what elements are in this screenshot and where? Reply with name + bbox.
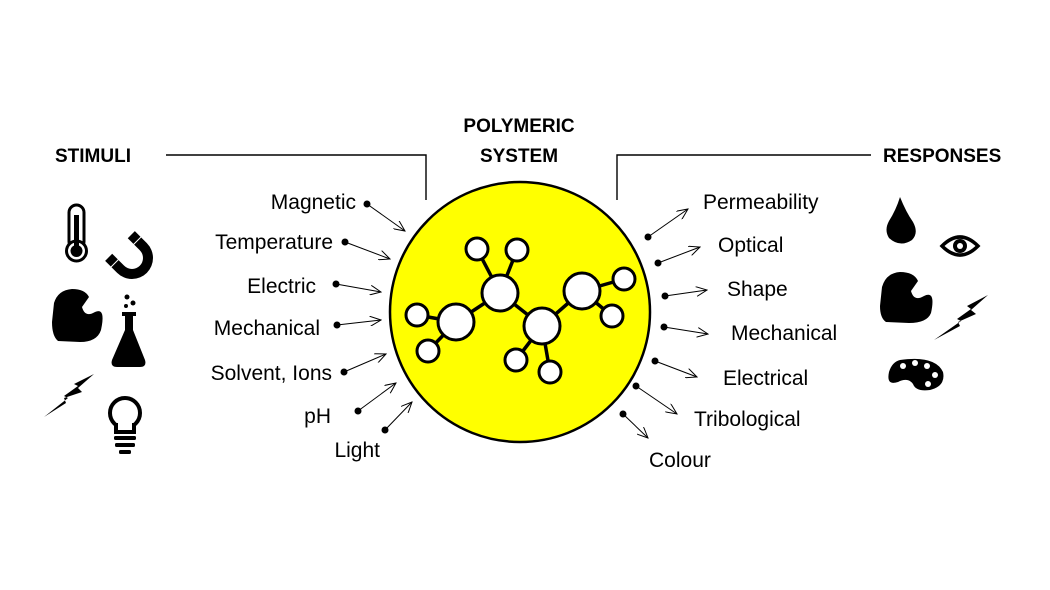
eye-icon: [939, 235, 981, 257]
system-heading-line2: SYSTEM: [480, 146, 558, 167]
response-arrow-permeability: [644, 209, 689, 241]
response-arrow-mechanical: [660, 323, 709, 335]
response-arrow-colour: [619, 410, 649, 439]
stimulus-label-magnetic: Magnetic: [271, 191, 356, 214]
stimuli-connector-line: [166, 154, 427, 200]
response-arrow-optical: [654, 247, 701, 267]
response-labels: Permeability Optical Shape Mechanical El…: [649, 191, 837, 472]
stimulus-label-mechanical: Mechanical: [214, 317, 320, 340]
response-label-colour: Colour: [649, 449, 711, 472]
responses-connector-line: [616, 154, 871, 200]
stimulus-label-electric: Electric: [247, 275, 316, 298]
stimulus-arrow-electric: [332, 280, 382, 293]
flexed-arm-icon: [52, 289, 103, 342]
response-arrows: [619, 209, 709, 439]
lightning-icon: [934, 295, 988, 340]
stimulus-arrow-mechanical: [333, 320, 382, 329]
stimulus-label-ph: pH: [304, 405, 331, 428]
response-arrow-tribological: [632, 382, 678, 415]
response-label-electrical: Electrical: [723, 367, 808, 390]
stimulus-label-temperature: Temperature: [215, 231, 333, 254]
response-arrow-electrical: [651, 357, 698, 378]
response-label-optical: Optical: [718, 234, 783, 257]
system-heading-line1: POLYMERIC: [463, 116, 574, 137]
flexed-arm-icon: [880, 272, 933, 323]
magnet-icon: [105, 231, 153, 279]
response-label-shape: Shape: [727, 278, 788, 301]
stimulus-arrow-light: [381, 402, 413, 434]
stimulus-label-light: Light: [334, 439, 380, 462]
polymeric-system-circle: [388, 180, 652, 444]
lightning-icon: [44, 374, 94, 417]
responses-heading: RESPONSES: [883, 146, 1001, 167]
stimuli-labels: Magnetic Temperature Electric Mechanical…: [211, 191, 381, 462]
response-arrow-shape: [661, 290, 708, 300]
light-bulb-icon: [108, 396, 142, 454]
flask-icon: [111, 294, 146, 367]
polymer-molecule-icon: [404, 236, 637, 385]
stimulus-arrow-solvent-ions: [340, 354, 387, 376]
drop-icon: [886, 197, 916, 244]
stimulus-label-solvent-ions: Solvent, Ions: [211, 362, 332, 385]
stimuli-heading: STIMULI: [55, 146, 131, 167]
response-label-tribological: Tribological: [694, 408, 801, 431]
palette-icon: [888, 358, 944, 391]
stimulus-arrow-ph: [354, 383, 397, 415]
stimuli-arrows: [332, 200, 413, 434]
response-label-mechanical: Mechanical: [731, 322, 837, 345]
response-label-permeability: Permeability: [703, 191, 819, 214]
thermometer-icon: [65, 203, 88, 263]
stimulus-arrow-magnetic: [363, 200, 406, 232]
stimulus-arrow-temperature: [341, 238, 391, 260]
